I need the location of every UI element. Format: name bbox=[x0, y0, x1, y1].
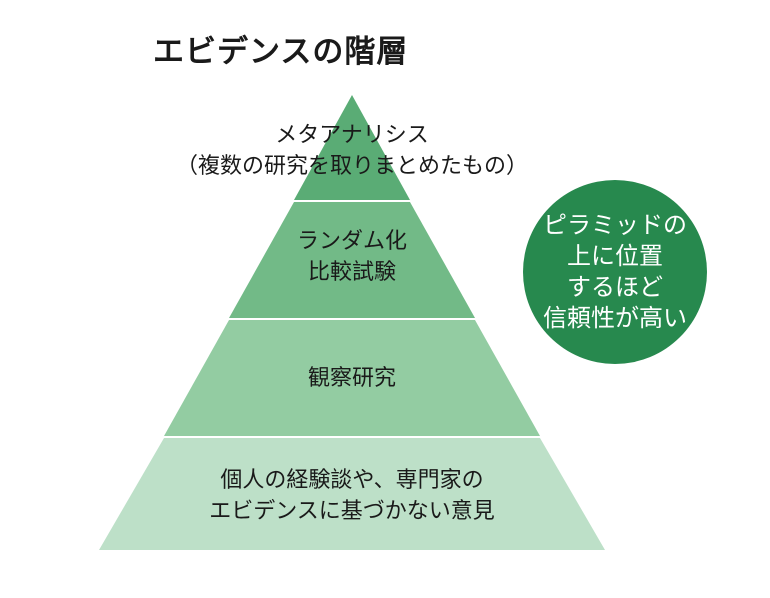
diagram-title: エビデンスの階層 bbox=[153, 34, 409, 70]
tier-2-rct bbox=[229, 202, 475, 318]
tier-3-label-line-1: 観察研究 bbox=[307, 366, 396, 391]
callout-line-3: するほど bbox=[567, 273, 663, 301]
tier-4-label-line-1: 個人の経験談や、専門家の bbox=[220, 468, 484, 493]
callout-line-2: 上に位置 bbox=[567, 242, 663, 270]
tier-2-label-line-2: 比較試験 bbox=[307, 260, 396, 285]
callout-line-4: 信頼性が高い bbox=[543, 304, 687, 332]
callout-line-1: ピラミッドの bbox=[543, 211, 687, 239]
reliability-callout: ピラミッドの 上に位置 するほど 信頼性が高い bbox=[523, 180, 707, 364]
tier-1-label: メタアナリシス （複数の研究を取りまとめたもの） bbox=[160, 120, 544, 182]
tier-2-label: ランダム化 比較試験 bbox=[252, 226, 452, 288]
tier-2-label-line-1: ランダム化 bbox=[296, 229, 407, 254]
tier-4-label: 個人の経験談や、専門家の エビデンスに基づかない意見 bbox=[132, 465, 572, 527]
tier-4-expert-opinion bbox=[99, 438, 605, 550]
tier-4-label-line-2: エビデンスに基づかない意見 bbox=[209, 499, 495, 524]
tier-1-label-line-2: （複数の研究を取りまとめたもの） bbox=[175, 154, 528, 179]
tier-3-label: 観察研究 bbox=[252, 363, 452, 394]
tier-1-label-line-1: メタアナリシス bbox=[275, 123, 429, 148]
tier-3-observational bbox=[164, 320, 540, 436]
tier-1-meta-analysis bbox=[294, 95, 410, 200]
